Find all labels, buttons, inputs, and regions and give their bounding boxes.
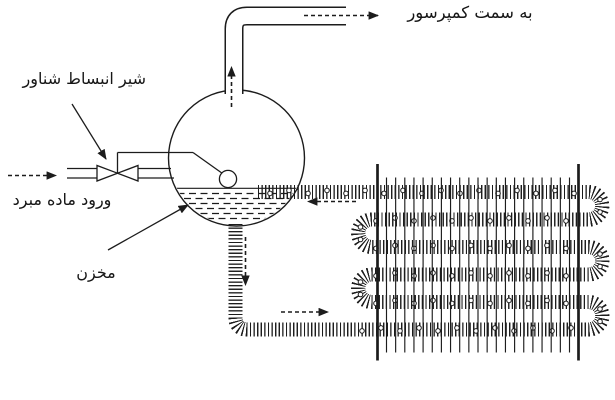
valve-body-right xyxy=(115,164,139,182)
float-lever xyxy=(192,151,223,175)
coil-flow-centerline xyxy=(236,192,603,330)
label-arrow-expansion-valve-icon xyxy=(71,103,107,160)
expansion-valve xyxy=(67,151,223,182)
label-arrows xyxy=(71,103,189,251)
label-tank: مخزن xyxy=(76,263,116,282)
evaporator-fins xyxy=(376,164,580,361)
label-expansion-valve: شیر انبساط شناور xyxy=(22,69,146,88)
float-ball xyxy=(218,169,238,189)
suction-pipe xyxy=(224,6,349,96)
label-refrigerant-inlet: ورود ماده مبرد xyxy=(12,190,112,209)
valve-body-left xyxy=(96,164,120,182)
flow-arrows xyxy=(8,11,380,317)
label-arrow-tank-icon xyxy=(107,204,189,251)
label-to-compressor: به سمت کمپرسور xyxy=(407,3,533,22)
suction-pipe-bore xyxy=(226,8,349,96)
suction-pipe-outline xyxy=(224,6,346,94)
tank-vessel xyxy=(167,89,306,227)
